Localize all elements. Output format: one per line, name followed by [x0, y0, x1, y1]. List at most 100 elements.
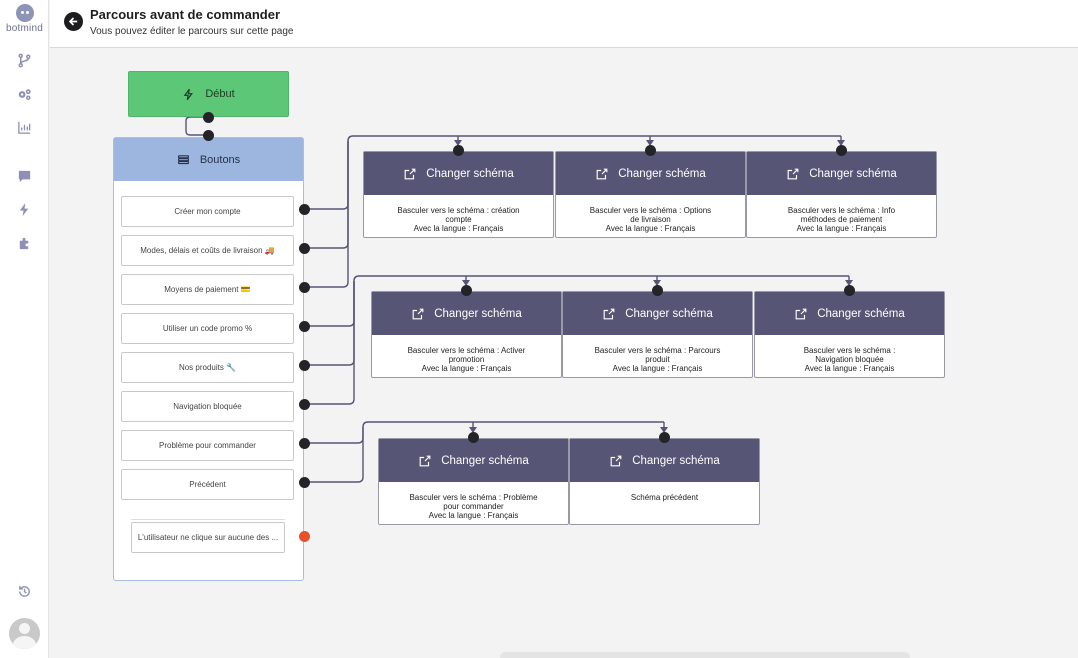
output-port-delivery[interactable] [299, 243, 310, 254]
share-arrow-icon [596, 168, 608, 179]
schema-target-line2: compte [445, 215, 472, 224]
output-port-products[interactable] [299, 360, 310, 371]
output-port-promo-code[interactable] [299, 321, 310, 332]
share-arrow-icon [787, 168, 799, 179]
flow-branch-icon[interactable] [16, 52, 33, 69]
buttons-node-header: Boutons [114, 138, 303, 181]
schema-input-port[interactable] [659, 432, 670, 443]
share-arrow-icon [795, 308, 807, 319]
change-schema-node[interactable]: Changer schéma Basculer vers le schéma :… [754, 291, 945, 378]
schema-target-line1: Basculer vers le schéma : Parcours [594, 346, 721, 355]
schema-target-line2: de livraison [630, 215, 671, 224]
change-schema-header: Changer schéma [379, 439, 568, 482]
settings-gears-icon[interactable] [16, 86, 33, 103]
buttons-node-title: Boutons [199, 153, 241, 166]
change-schema-header: Changer schéma [755, 292, 944, 335]
page-title: Parcours avant de commander [90, 7, 281, 22]
share-arrow-icon [610, 455, 622, 466]
start-node[interactable]: Début [128, 71, 289, 117]
page-header: Parcours avant de commander Vous pouvez … [50, 0, 1078, 48]
history-icon[interactable] [16, 583, 33, 600]
change-schema-header: Changer schéma [372, 292, 561, 335]
change-schema-title: Changer schéma [625, 307, 713, 320]
brand-name: botmind [6, 23, 43, 34]
change-schema-node[interactable]: Changer schéma Basculer vers le schéma :… [746, 151, 937, 238]
user-avatar[interactable] [9, 618, 40, 649]
schema-target-line1: Basculer vers le schéma : [803, 346, 896, 355]
page-subtitle: Vous pouvez éditer le parcours sur cette… [90, 26, 294, 37]
buttons-node[interactable]: Boutons Créer mon compte Modes, délais e… [113, 137, 304, 581]
output-port-create-account[interactable] [299, 204, 310, 215]
button-option-products[interactable]: Nos produits 🔧 [121, 352, 294, 383]
change-schema-node[interactable]: Changer schéma Basculer vers le schéma :… [363, 151, 554, 238]
change-schema-title: Changer schéma [817, 307, 905, 320]
output-port-previous[interactable] [299, 477, 310, 488]
change-schema-node[interactable]: Changer schéma Schéma précédent [569, 438, 760, 525]
change-schema-title: Changer schéma [809, 167, 897, 180]
back-button[interactable] [64, 12, 83, 31]
change-schema-node[interactable]: Changer schéma Basculer vers le schéma :… [562, 291, 753, 378]
share-arrow-icon [419, 455, 431, 466]
output-port-order-problem[interactable] [299, 438, 310, 449]
lightning-icon[interactable] [16, 201, 33, 218]
schema-target-line1: Basculer vers le schéma : Info [787, 206, 896, 215]
schema-language: Avec la langue : Français [605, 224, 696, 233]
schema-input-port[interactable] [844, 285, 855, 296]
change-schema-title: Changer schéma [441, 454, 529, 467]
change-schema-node[interactable]: Changer schéma Basculer vers le schéma :… [371, 291, 562, 378]
button-option-order-problem[interactable]: Problème pour commander [121, 430, 294, 461]
button-option-promo-code[interactable]: Utiliser un code promo % [121, 313, 294, 344]
change-schema-title: Changer schéma [434, 307, 522, 320]
change-schema-title: Changer schéma [426, 167, 514, 180]
schema-input-port[interactable] [453, 145, 464, 156]
start-output-port[interactable] [203, 112, 214, 123]
schema-target-line2: Navigation bloquée [815, 355, 884, 364]
schema-target-line1: Basculer vers le schéma : création [397, 206, 520, 215]
button-option-previous[interactable]: Précédent [121, 469, 294, 500]
schema-language: Avec la langue : Français [804, 364, 895, 373]
button-option-create-account[interactable]: Créer mon compte [121, 196, 294, 227]
schema-language: Avec la langue : Français [796, 224, 887, 233]
stats-chart-icon[interactable] [16, 119, 33, 136]
schema-target-line1: Schéma précédent [630, 493, 699, 502]
puzzle-icon[interactable] [16, 235, 33, 252]
change-schema-description: Basculer vers le schéma : Options de liv… [556, 195, 745, 233]
brand-logo[interactable]: botmind [0, 4, 49, 34]
output-port-payment[interactable] [299, 282, 310, 293]
output-port-no-click[interactable] [299, 531, 310, 542]
schema-target-line2: promotion [448, 355, 485, 364]
button-option-navigation-blocked[interactable]: Navigation bloquée [121, 391, 294, 422]
output-port-navigation-blocked[interactable] [299, 399, 310, 410]
change-schema-description: Schéma précédent [570, 482, 759, 502]
schema-language: Avec la langue : Français [421, 364, 512, 373]
change-schema-node[interactable]: Changer schéma Basculer vers le schéma :… [555, 151, 746, 238]
schema-input-port[interactable] [461, 285, 472, 296]
share-arrow-icon [412, 308, 424, 319]
change-schema-description: Basculer vers le schéma : Navigation blo… [755, 335, 944, 373]
change-schema-description: Basculer vers le schéma : Info méthodes … [747, 195, 936, 233]
schema-language: Avec la langue : Français [612, 364, 703, 373]
schema-target-line2: méthodes de paiement [800, 215, 883, 224]
chat-bubble-icon[interactable] [16, 168, 33, 185]
change-schema-title: Changer schéma [632, 454, 720, 467]
change-schema-description: Basculer vers le schéma : Activer promot… [372, 335, 561, 373]
divider [131, 519, 285, 520]
buttons-input-port[interactable] [203, 130, 214, 141]
change-schema-title: Changer schéma [618, 167, 706, 180]
schema-input-port[interactable] [645, 145, 656, 156]
button-option-delivery[interactable]: Modes, délais et coûts de livraison 🚚 [121, 235, 294, 266]
no-click-fallback[interactable]: L'utilisateur ne clique sur aucune des .… [131, 522, 285, 553]
schema-input-port[interactable] [836, 145, 847, 156]
change-schema-header: Changer schéma [364, 152, 553, 195]
change-schema-node[interactable]: Changer schéma Basculer vers le schéma :… [378, 438, 569, 525]
button-option-payment[interactable]: Moyens de paiement 💳 [121, 274, 294, 305]
start-node-label: Début [205, 88, 235, 100]
change-schema-description: Basculer vers le schéma : Parcours produ… [563, 335, 752, 373]
schema-target-line1: Basculer vers le schéma : Activer [407, 346, 526, 355]
change-schema-header: Changer schéma [747, 152, 936, 195]
schema-input-port[interactable] [468, 432, 479, 443]
change-schema-header: Changer schéma [570, 439, 759, 482]
lightning-icon [183, 88, 194, 100]
sidebar: botmind [0, 0, 49, 658]
schema-input-port[interactable] [652, 285, 663, 296]
